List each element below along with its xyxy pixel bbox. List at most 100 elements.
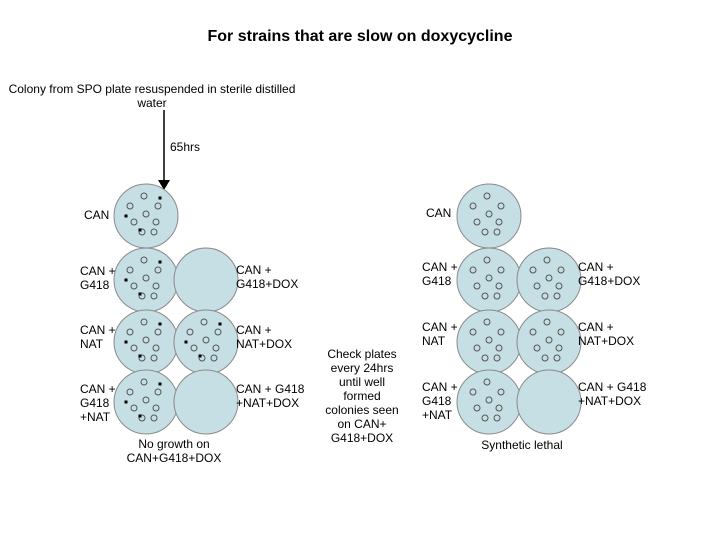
colony (541, 292, 549, 300)
colony (154, 266, 162, 274)
colony (485, 274, 493, 282)
colony-small (184, 340, 188, 344)
colony (138, 292, 146, 300)
colony (533, 282, 541, 290)
colony (483, 192, 491, 200)
colony (138, 354, 146, 362)
colony (529, 266, 537, 274)
colony-small (124, 214, 128, 218)
colony (198, 354, 206, 362)
colony (469, 202, 477, 210)
note-no-growth: No growth on CAN+G418+DOX (126, 437, 222, 465)
colony-small (218, 322, 222, 326)
colony (541, 354, 549, 362)
colony (140, 192, 148, 200)
colony (138, 228, 146, 236)
label-right-g418-nat: CAN + G418 +NAT (422, 380, 458, 422)
colony (557, 328, 565, 336)
colony (142, 396, 150, 404)
colony (130, 344, 138, 352)
colony (553, 354, 561, 362)
time-label: 65hrs (170, 140, 201, 154)
colony (495, 404, 503, 412)
label-right-g418-nat-dox: CAN + G418 +NAT+DOX (578, 380, 647, 408)
colony-small (138, 292, 142, 296)
colony (481, 228, 489, 236)
colony (150, 354, 158, 362)
colony (497, 202, 505, 210)
colony (126, 328, 134, 336)
colony (126, 202, 134, 210)
colony (469, 388, 477, 396)
colony-small (138, 414, 142, 418)
colony (152, 344, 160, 352)
label-right-nat: CAN + NAT (422, 320, 458, 348)
colony (469, 266, 477, 274)
colony (126, 388, 134, 396)
colony (493, 292, 501, 300)
colony (130, 218, 138, 226)
label-right-g418-dox: CAN + G418+DOX (578, 260, 641, 288)
colony (152, 282, 160, 290)
colony (473, 404, 481, 412)
colony-small (138, 228, 142, 232)
label-left-nat-dox: CAN + NAT+DOX (236, 323, 293, 351)
colony (473, 282, 481, 290)
colony (545, 274, 553, 282)
colony (214, 328, 222, 336)
colony (150, 228, 158, 236)
colony (529, 328, 537, 336)
colony (210, 354, 218, 362)
colony (154, 328, 162, 336)
flow-arrow (158, 110, 170, 190)
plate-left-g418-nat-dox (173, 369, 239, 435)
label-left-g418-nat-dox: CAN + G418 +NAT+DOX (236, 382, 305, 410)
colony-small (124, 340, 128, 344)
colony (142, 274, 150, 282)
colony (483, 378, 491, 386)
colony (150, 292, 158, 300)
colony (473, 344, 481, 352)
colony (150, 414, 158, 422)
colony (497, 328, 505, 336)
colony (495, 218, 503, 226)
colony (543, 256, 551, 264)
colony (473, 218, 481, 226)
colony (142, 336, 150, 344)
colony-small (138, 354, 142, 358)
colony (495, 282, 503, 290)
colony (126, 266, 134, 274)
colony (142, 210, 150, 218)
colony-small (158, 322, 162, 326)
colony (533, 344, 541, 352)
colony (212, 344, 220, 352)
colony (483, 256, 491, 264)
colony (493, 228, 501, 236)
label-right-can: CAN (426, 206, 452, 220)
colony (130, 282, 138, 290)
colony (140, 256, 148, 264)
colony (140, 318, 148, 326)
colony (154, 202, 162, 210)
colony-small (124, 278, 128, 282)
colony (152, 404, 160, 412)
colony (555, 282, 563, 290)
colony (483, 318, 491, 326)
label-right-g418: CAN + G418 (422, 260, 458, 288)
label-left-nat: CAN + NAT (80, 323, 116, 351)
colony (497, 388, 505, 396)
intro-text: Colony from SPO plate resuspended in ste… (8, 82, 296, 110)
colony (555, 344, 563, 352)
colony (481, 354, 489, 362)
plate-right-g418-nat-dox (516, 369, 582, 435)
colony (553, 292, 561, 300)
label-right-nat-dox: CAN + NAT+DOX (578, 320, 635, 348)
colony (543, 318, 551, 326)
colony (481, 414, 489, 422)
page-title: For strains that are slow on doxycycline (207, 28, 513, 45)
note-synthetic-lethal: Synthetic lethal (481, 438, 563, 452)
colony (130, 404, 138, 412)
colony (485, 336, 493, 344)
note-check-plates: Check plates every 24hrs until well form… (325, 347, 399, 445)
